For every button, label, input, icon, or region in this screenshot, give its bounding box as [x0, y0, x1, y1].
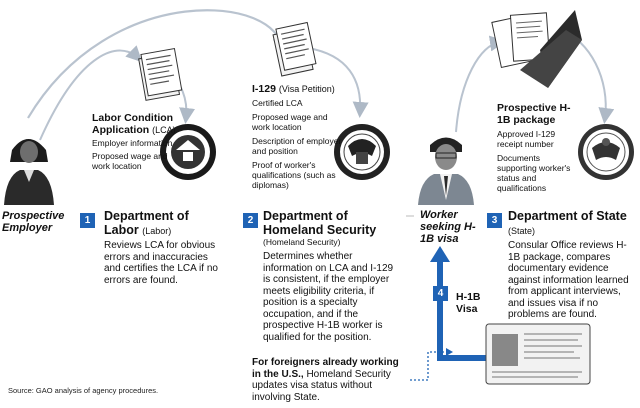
lca-title: Labor Condition Application: [92, 112, 174, 136]
step-4-badge: 4: [433, 286, 448, 301]
i129-title: I-129: [252, 83, 276, 95]
i129-subtitle: (Visa Petition): [278, 84, 335, 94]
foreign-note-rest: Homeland Security updates visa status wi…: [252, 368, 391, 403]
step-2-agency: Department of Homeland Security: [263, 209, 377, 237]
arc-employer-to-lca: [39, 45, 143, 141]
step-1-badge: 1: [80, 213, 95, 228]
dhs-seal-icon: [334, 124, 390, 180]
step-2-block: Department of Homeland Security (Homelan…: [263, 209, 398, 343]
step-3-abbr: (State): [508, 225, 536, 236]
arc-employer-to-i129: [27, 9, 291, 119]
step-4-label: H-1B Visa: [456, 291, 481, 315]
step-3-badge: 3: [487, 213, 502, 228]
foreign-note: For foreigners already working in the U.…: [252, 357, 407, 403]
arc-worker-to-package: [455, 35, 506, 133]
package-title: Prospective H-1B package: [497, 102, 571, 126]
i129-item: Certified LCA: [252, 98, 303, 108]
lca-abbr: (LCA): [152, 124, 176, 135]
package-item: Approved I-129 receipt number: [497, 129, 556, 149]
package-block: Prospective H-1B package Approved I-129 …: [497, 102, 577, 193]
step-2-badge: 2: [243, 213, 258, 228]
i129-block: I-129 (Visa Petition) Certified LCA Prop…: [252, 83, 342, 190]
worker-person-icon: [418, 137, 474, 205]
step-2-abbr: (Homeland Security): [263, 237, 341, 247]
lca-item: Proposed wage and work location: [92, 151, 168, 171]
folder-icon: [491, 10, 582, 88]
i129-item: Proposed wage and work location: [252, 112, 328, 132]
employer-person-icon: [4, 139, 54, 205]
step-1-abbr: (Labor): [142, 225, 172, 236]
source-note: Source: GAO analysis of agency procedure…: [8, 386, 159, 395]
foreign-note-bold: For foreigners already working in the U.…: [252, 357, 399, 380]
arc-i129-to-dhs: [307, 47, 369, 118]
step-2-desc: Determines whether information on LCA an…: [263, 251, 394, 343]
package-item: Documents supporting worker's status and…: [497, 153, 571, 193]
i129-item: Description of employer and position: [252, 136, 342, 156]
step-1-block: Department of Labor (Labor) Reviews LCA …: [104, 209, 222, 286]
employer-label: Prospective Employer: [2, 210, 65, 234]
lca-document-icon: [138, 47, 183, 101]
i129-item: Proof of worker's qualifications (such a…: [252, 160, 336, 190]
labor-seal-icon: [160, 124, 216, 180]
step-3-desc: Consular Office reviews H-1B package, co…: [508, 240, 629, 320]
foreign-dotted-arrow: [410, 351, 448, 381]
worker-label: Worker seeking H-1B visa: [420, 209, 476, 245]
step-1-desc: Reviews LCA for obvious errors and inacc…: [104, 240, 218, 286]
lca-block: Labor Condition Application (LCA) Employ…: [92, 112, 182, 171]
visa-card-icon: [485, 323, 591, 385]
state-seal-icon: [578, 124, 634, 180]
step-1-agency: Department of Labor: [104, 209, 189, 237]
i129-document-icon: [272, 21, 317, 77]
step-3-block: Department of State (State) Consular Off…: [508, 209, 636, 321]
lca-item: Employer information: [92, 138, 173, 148]
step-3-agency: Department of State: [508, 209, 627, 223]
